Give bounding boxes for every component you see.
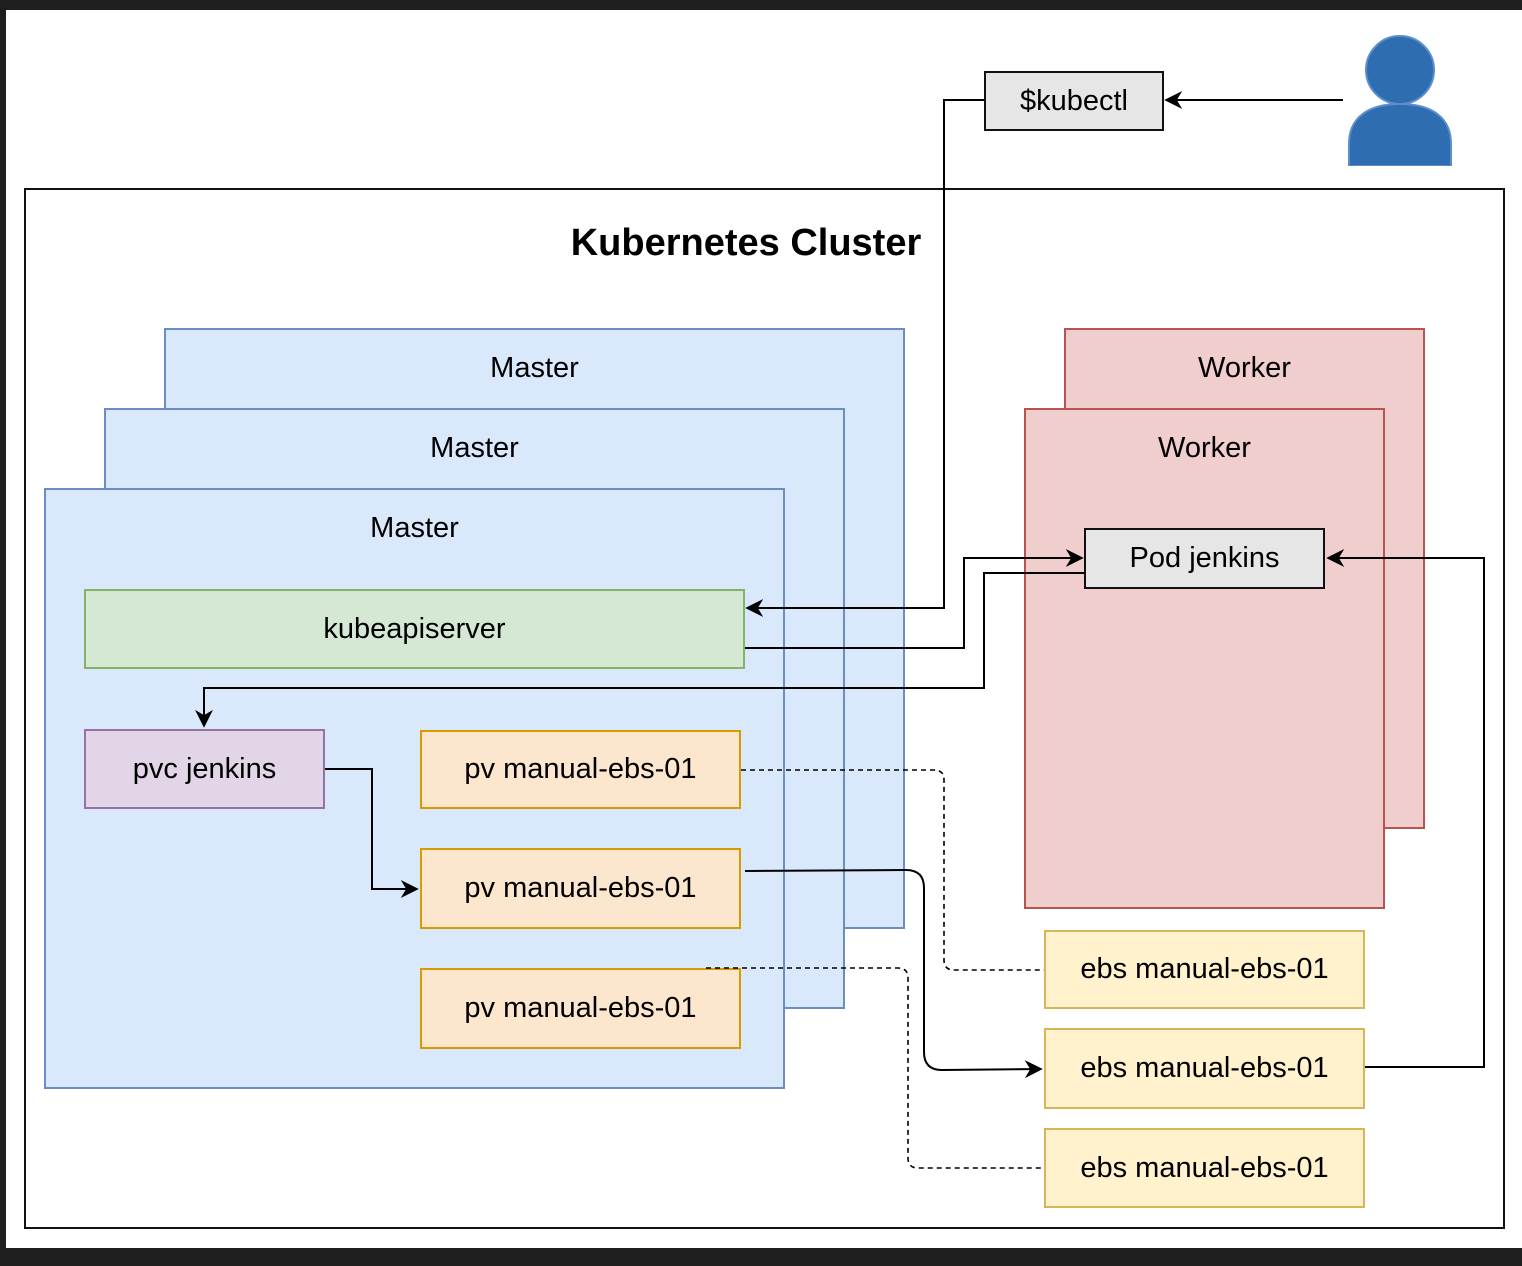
- ebs-box-2: ebs manual-ebs-01: [1044, 1028, 1365, 1109]
- worker-node-back-title: Worker: [1198, 352, 1291, 384]
- pod-jenkins-box: Pod jenkins: [1084, 528, 1325, 589]
- pvc-jenkins-box: pvc jenkins: [84, 729, 325, 809]
- worker-node-front: Worker: [1024, 408, 1385, 909]
- kubectl-command-box: $kubectl: [984, 71, 1164, 131]
- ebs-box-1: ebs manual-ebs-01: [1044, 930, 1365, 1009]
- pv-box-1: pv manual-ebs-01: [420, 730, 741, 809]
- master-node-back-title: Master: [490, 352, 579, 384]
- pv-box-2: pv manual-ebs-01: [420, 848, 741, 929]
- kubeapiserver-box: kubeapiserver: [84, 589, 745, 669]
- diagram-canvas: $kubectl Kubernetes Cluster Master Maste…: [6, 10, 1522, 1248]
- user-icon: [1348, 35, 1452, 166]
- cluster-title: Kubernetes Cluster: [570, 222, 922, 264]
- worker-node-front-title: Worker: [1158, 432, 1251, 464]
- master-node-front-title: Master: [370, 512, 459, 544]
- ebs-box-3: ebs manual-ebs-01: [1044, 1128, 1365, 1208]
- pv-box-3: pv manual-ebs-01: [420, 968, 741, 1049]
- master-node-middle-title: Master: [430, 432, 519, 464]
